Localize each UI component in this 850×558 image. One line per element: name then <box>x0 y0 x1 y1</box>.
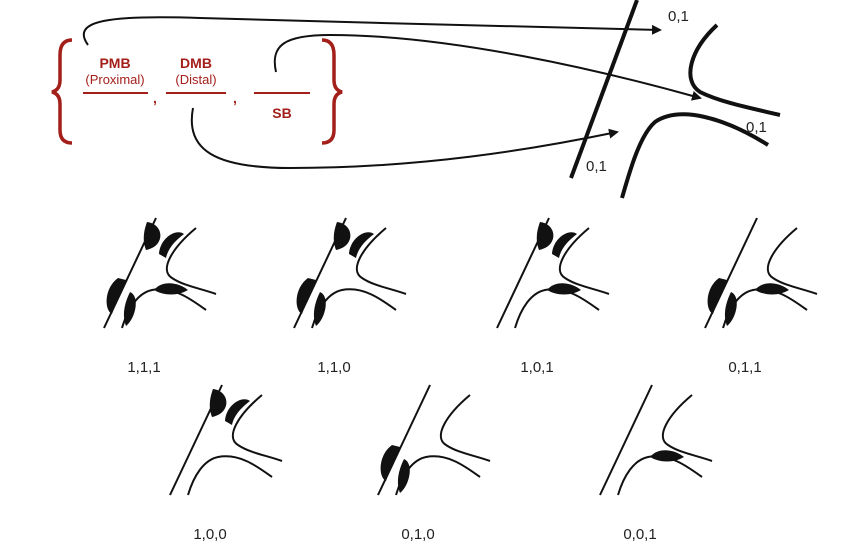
plaque-sb <box>650 450 684 462</box>
branch-upper-line <box>662 394 713 462</box>
plaque-dmb-right <box>724 292 737 326</box>
notation-group: PMB (Proximal) , DMB (Distal) , SB <box>51 38 343 145</box>
branch-upper-line <box>232 394 283 462</box>
right-brace <box>321 38 343 145</box>
separator-1: , <box>153 90 157 106</box>
classification-code-label: 1,0,1 <box>520 359 553 376</box>
arrow-pmb <box>82 16 662 46</box>
classification-tile: 1,0,0 <box>169 384 283 543</box>
pmb-sublabel: (Proximal) <box>85 72 144 87</box>
branch-lower-line <box>187 455 273 496</box>
classification-code-label: 1,0,0 <box>193 526 226 543</box>
classification-tile: 1,0,1 <box>496 217 610 376</box>
plaque-dmb-right <box>123 292 136 326</box>
plaque-pmb-left <box>333 222 351 250</box>
main-vessel-wall <box>569 0 639 179</box>
classification-code-label: 0,0,1 <box>623 526 656 543</box>
classification-code-label: 0,1,1 <box>728 359 761 376</box>
classification-code-label: 0,1,0 <box>401 526 434 543</box>
plaque-sb <box>154 283 188 295</box>
classification-tile: 0,1,0 <box>377 384 491 543</box>
link-arrows <box>82 16 702 170</box>
classification-tile: 0,1,1 <box>704 217 818 376</box>
arrow-sb <box>273 33 702 101</box>
plaque-pmb-left <box>143 222 161 250</box>
classification-tile: 1,1,0 <box>293 217 407 376</box>
plaque-pmb-left <box>209 389 227 417</box>
plaque-dmb-right <box>397 459 410 493</box>
plaque-dmb-left <box>380 445 400 481</box>
plaque-pmb-right <box>225 399 250 425</box>
plaque-pmb-right <box>349 232 374 258</box>
plaque-pmb-right <box>159 232 184 258</box>
plaque-dmb-left <box>106 278 126 314</box>
classification-code-label: 1,1,1 <box>127 359 160 376</box>
classification-grid: 1,1,1 1,1,0 1,0,1 0,1,1 1,0,0 0,1,0 0,0,1 <box>103 217 818 543</box>
label-top-branch: 0,1 <box>668 8 689 25</box>
left-brace <box>51 38 73 145</box>
dmb-label: DMB <box>180 55 212 71</box>
label-main-proximal: 0,1 <box>586 158 607 175</box>
branch-lower-line <box>514 288 600 329</box>
plaque-dmb-right <box>313 292 326 326</box>
classification-tile: 1,1,1 <box>103 217 217 376</box>
main-vessel-line <box>599 384 653 496</box>
plaque-sb <box>755 283 789 295</box>
label-side-branch: 0,1 <box>746 119 767 136</box>
plaque-dmb-left <box>296 278 316 314</box>
classification-tile: 0,0,1 <box>599 384 713 543</box>
side-branch-upper-wall <box>688 23 781 117</box>
branch-lower-line <box>617 455 703 496</box>
plaque-pmb-left <box>536 222 554 250</box>
plaque-pmb-right <box>552 232 577 258</box>
branch-upper-line <box>767 227 818 295</box>
pmb-label: PMB <box>99 55 130 71</box>
classification-code-label: 1,1,0 <box>317 359 350 376</box>
separator-2: , <box>233 90 237 106</box>
side-branch-lower-wall <box>620 112 770 199</box>
plaque-dmb-left <box>707 278 727 314</box>
branch-upper-line <box>356 227 407 295</box>
arrow-dmb <box>190 107 619 170</box>
dmb-sublabel: (Distal) <box>175 72 216 87</box>
sb-label: SB <box>272 105 291 121</box>
plaque-sb <box>547 283 581 295</box>
branch-upper-line <box>559 227 610 295</box>
bifurcation-schematic: 0,1 0,1 0,1 <box>569 0 781 199</box>
branch-upper-line <box>166 227 217 295</box>
branch-upper-line <box>440 394 491 462</box>
